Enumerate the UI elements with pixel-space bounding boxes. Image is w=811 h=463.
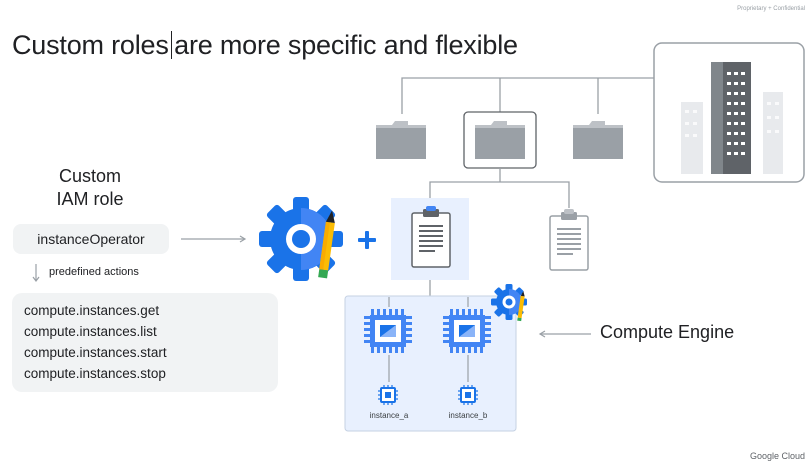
arrow-down [32,264,40,282]
org-connectors [401,77,654,114]
title-part-1: Custom roles [12,30,169,60]
role-name-pill: instanceOperator [13,224,169,254]
google-cloud-logo: Google Cloud [749,451,805,461]
folder-connectors [429,168,570,208]
text-cursor [170,31,173,59]
confidential-label: Proprietary + Confidential [737,6,805,12]
folder-icon [376,121,426,159]
clipboard-icon [549,209,589,271]
list-item: compute.instances.stop [24,366,166,381]
folder-icon [475,121,525,159]
predefined-actions-label: predefined actions [49,266,139,278]
title-part-2: are more specific and flexible [174,30,518,60]
plus-icon [358,231,376,249]
actions-list: compute.instances.get compute.instances.… [24,300,167,384]
building-icon [681,62,783,174]
list-item: compute.instances.get [24,303,160,318]
custom-iam-role-line-2: IAM role [56,189,124,209]
arrow-left [538,330,591,338]
instance-b-label: instance_b [448,411,488,420]
custom-iam-role-line-1: Custom [58,166,121,186]
chip-icon [364,309,412,353]
instance-a-label: instance_a [369,411,409,420]
arrow-right [181,235,247,243]
chip-icon [443,309,491,353]
chip-icon [458,385,478,405]
compute-engine-label: Compute Engine [600,322,735,342]
clipboard-icon [411,206,451,268]
list-item: compute.instances.list [24,324,157,339]
list-item: compute.instances.start [24,345,167,360]
custom-iam-role-label: Custom IAM role [40,165,140,211]
actions-box: compute.instances.get compute.instances.… [12,293,278,392]
vm-connectors [388,297,469,382]
gear-pencil-icon [491,284,527,322]
gear-pencil-icon [259,197,343,281]
chip-icon [378,385,398,405]
folder-icon [573,121,623,159]
